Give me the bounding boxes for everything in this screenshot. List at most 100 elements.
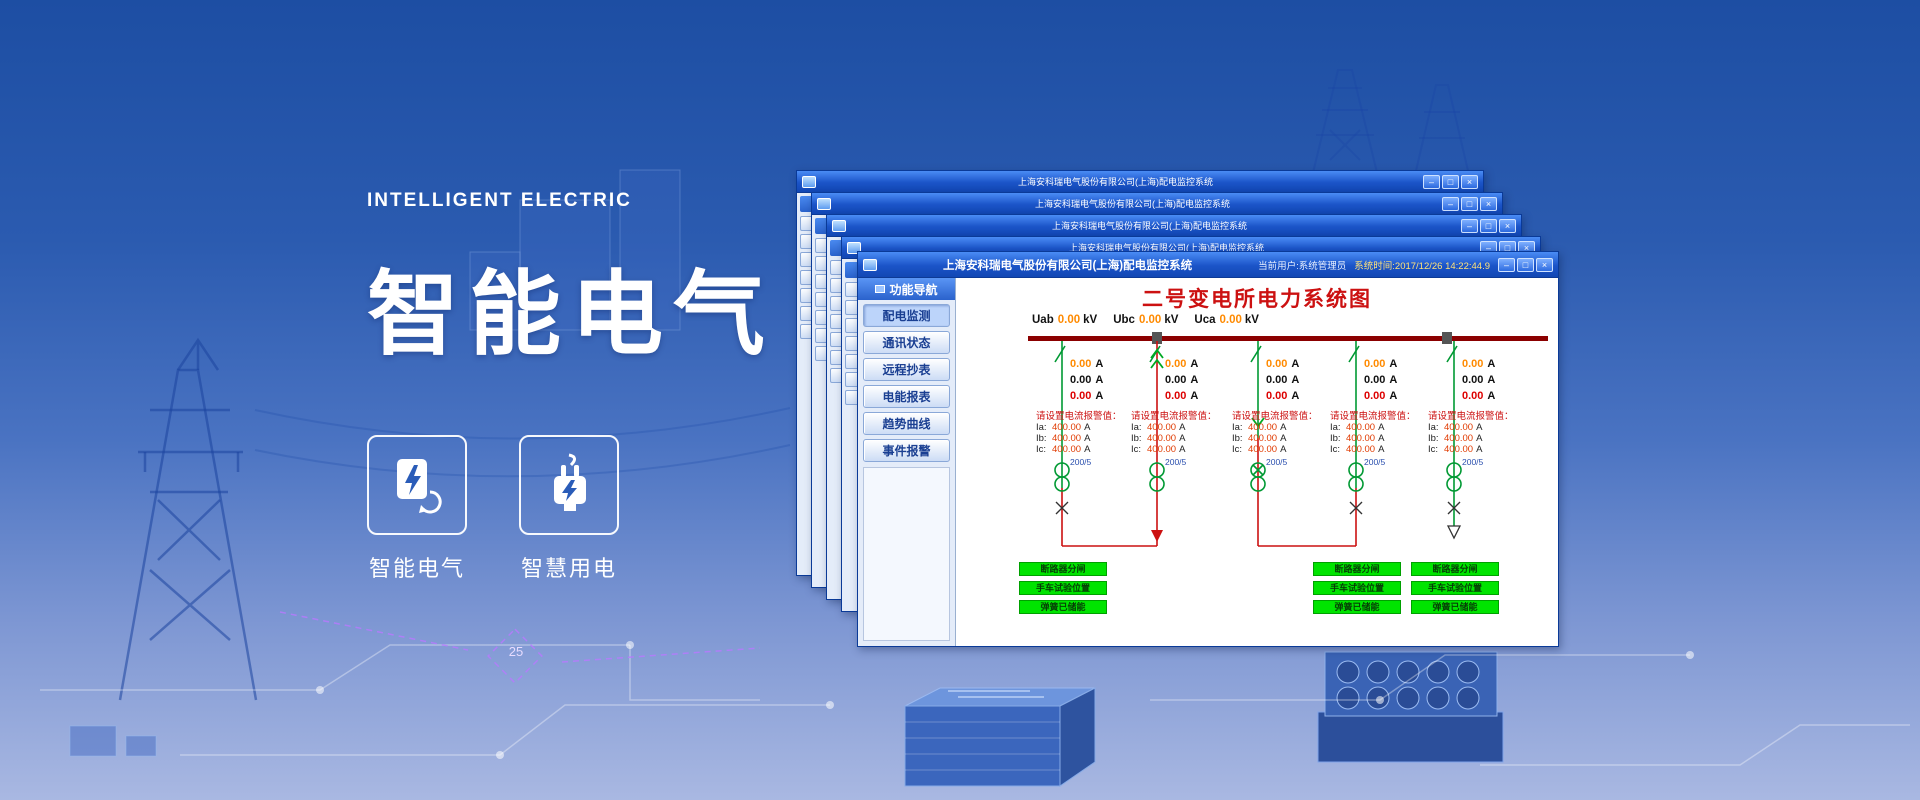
app-icon [817, 197, 831, 210]
pylon-small-right [1309, 69, 1470, 186]
nav-item-event-alarm[interactable]: 事件报警 [863, 439, 950, 462]
voltage-label: Uab [1032, 314, 1054, 326]
ct-ratio: 200/5 [1364, 457, 1386, 467]
status-badge: 断路器分闸 [1411, 562, 1499, 576]
minimize-button[interactable]: – [1498, 257, 1515, 272]
voltage-value: 0.00 [1057, 314, 1081, 326]
nav-item-distribution-monitoring[interactable]: 配电监测 [863, 304, 950, 327]
status-badge: 手车试验位置 [1411, 581, 1499, 595]
status-stack-3: 断路器分闸 手车试验位置 弹簧已储能 [1411, 562, 1499, 619]
circuit-lines [40, 644, 1910, 766]
close-button[interactable]: × [1480, 196, 1497, 211]
titlebar: 上海安科瑞电气股份有限公司(上海)配电监控系统 – □ × [827, 215, 1521, 237]
status-badge: 手车试验位置 [1019, 581, 1107, 595]
bus-junction [1152, 332, 1162, 344]
monitor-icon [875, 285, 886, 293]
status-badge: 弹簧已储能 [1019, 600, 1107, 614]
window-controls: – □ × [1442, 196, 1497, 211]
status-badge: 手车试验位置 [1313, 581, 1401, 595]
feature-card [519, 435, 619, 535]
status-badge: 断路器分闸 [1019, 562, 1107, 576]
window-title: 上海安科瑞电气股份有限公司(上海)配电监控系统 [1018, 177, 1213, 187]
maximize-button[interactable]: □ [1517, 257, 1534, 272]
ct-ratio: 200/5 [1266, 457, 1288, 467]
nav-item-remote-reading[interactable]: 远程抄表 [863, 358, 950, 381]
nav-item-energy-report[interactable]: 电能报表 [863, 385, 950, 408]
window-body: 功能导航 配电监测 通讯状态 远程抄表 电能报表 趋势曲线 事件报警 [858, 278, 1558, 646]
voltage-label: Ubc [1113, 314, 1135, 326]
voltage-value: 0.00 [1219, 314, 1242, 326]
smart-plug-icon [554, 453, 586, 511]
window-controls: – □ × [1461, 218, 1516, 233]
distance-label: 25 [508, 644, 524, 659]
close-button[interactable]: × [1461, 174, 1478, 189]
dashed-route [279, 611, 761, 684]
hero-title: 智能电气 [367, 264, 776, 366]
status-badge: 弹簧已储能 [1411, 600, 1499, 614]
minimize-button[interactable]: – [1442, 196, 1459, 211]
maximize-button[interactable]: □ [1461, 196, 1478, 211]
window-title: 上海安科瑞电气股份有限公司(上海)配电监控系统 [1052, 221, 1247, 231]
busbar [1028, 336, 1548, 341]
titlebar: 上海安科瑞电气股份有限公司(上海)配电监控系统 – □ × [812, 193, 1502, 215]
feature-label: 智慧用电 [520, 556, 617, 581]
diagram-canvas: 二号变电所电力系统图 Uab 0.00 kV Ubc 0.00 kV Uca 0… [956, 278, 1558, 646]
status-badge: 断路器分闸 [1313, 562, 1401, 576]
status-stack-1: 断路器分闸 手车试验位置 弹簧已储能 [1019, 562, 1107, 619]
chiller-units [1317, 651, 1504, 763]
voltage-label: Uca [1194, 314, 1216, 326]
system-time-label: 系统时间:2017/12/26 14:22:44.9 [1354, 260, 1490, 272]
minimize-button[interactable]: – [1461, 218, 1478, 233]
close-button[interactable]: × [1536, 257, 1553, 272]
window-title: 上海安科瑞电气股份有限公司(上海)配电监控系统 [1035, 199, 1230, 209]
maximize-button[interactable]: □ [1480, 218, 1497, 233]
status-stack-2: 断路器分闸 手车试验位置 弹簧已储能 [1313, 562, 1401, 619]
app-icon [863, 258, 877, 271]
substation-boxes [69, 725, 157, 757]
current-user-label: 当前用户:系统管理员 [1258, 260, 1347, 272]
app-icon [832, 219, 846, 232]
close-button[interactable]: × [1499, 218, 1516, 233]
nav-item-trend-curve[interactable]: 趋势曲线 [863, 412, 950, 435]
solar-building [904, 687, 1096, 787]
feature-label: 智能电气 [368, 556, 465, 581]
pylon-large-left [118, 337, 258, 701]
minimize-button[interactable]: – [1423, 174, 1440, 189]
voltage-unit: kV [1244, 314, 1259, 326]
feature-list: 智能电气 智慧用电 [367, 435, 775, 583]
maximize-button[interactable]: □ [1442, 174, 1459, 189]
scada-window: 上海安科瑞电气股份有限公司(上海)配电监控系统 当前用户:系统管理员 系统时间:… [857, 251, 1559, 647]
feature-smart-electric: 智能电气 [367, 435, 467, 583]
ct-ratio: 200/5 [1462, 457, 1484, 467]
voltage-value: 0.00 [1138, 314, 1162, 326]
titlebar-status: 当前用户:系统管理员 系统时间:2017/12/26 14:22:44.9 [1258, 258, 1490, 272]
titlebar: 上海安科瑞电气股份有限公司(上海)配电监控系统 – □ × [797, 171, 1483, 193]
window-controls: – □ × [1423, 174, 1478, 189]
ct-ratio: 200/5 [1165, 457, 1187, 467]
app-icon [802, 175, 816, 188]
city-silhouette [469, 169, 681, 331]
app-icon [847, 241, 861, 254]
voltage-readout: Uab 0.00 kV Ubc 0.00 kV Uca 0.00 kV [1032, 314, 1275, 326]
nav-panel-header: 功能导航 [858, 278, 955, 300]
function-nav-panel: 功能导航 配电监测 通讯状态 远程抄表 电能报表 趋势曲线 事件报警 [858, 278, 956, 646]
nav-item-comm-status[interactable]: 通讯状态 [863, 331, 950, 354]
